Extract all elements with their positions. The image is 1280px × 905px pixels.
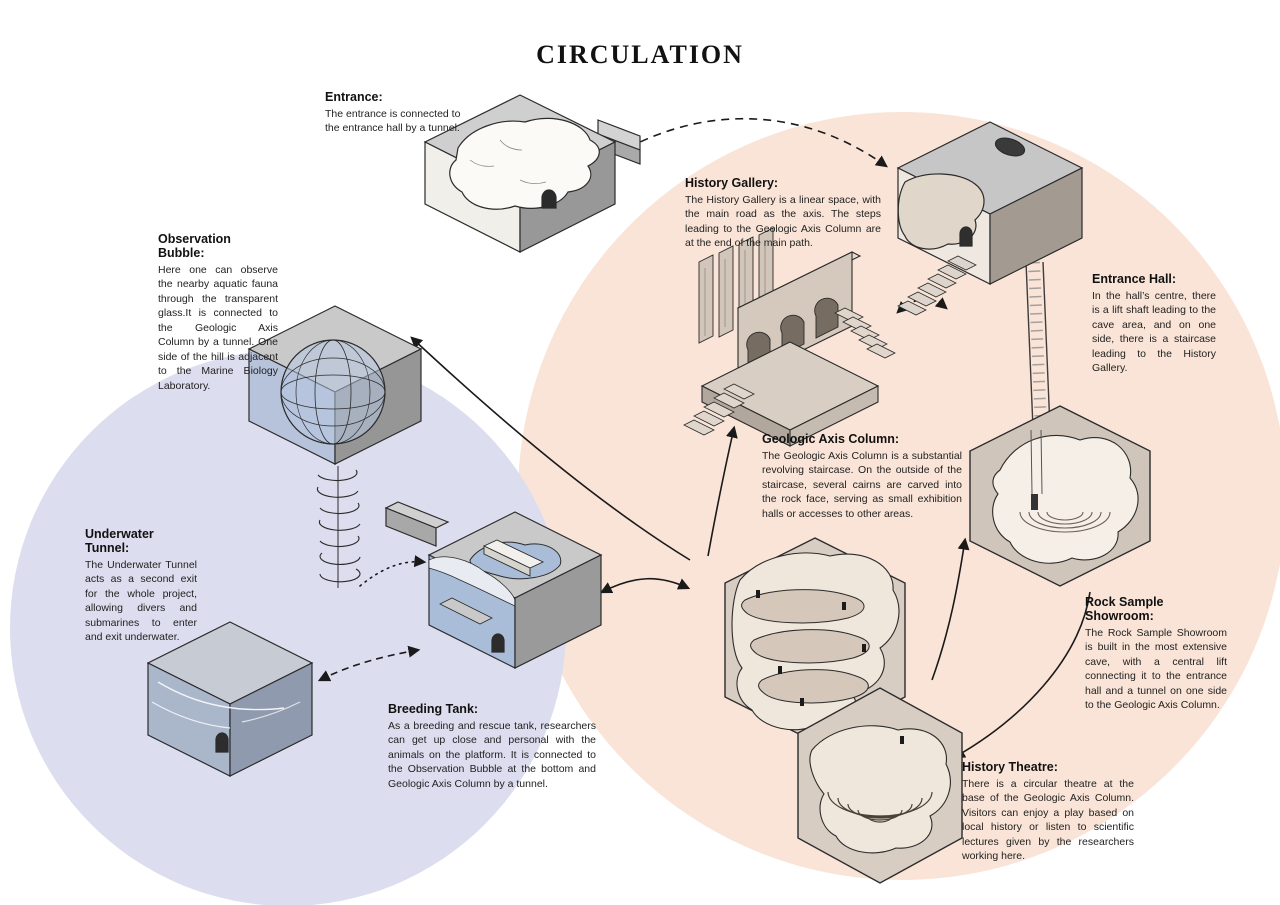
arrow-tunnel-tank-dashed <box>317 645 421 682</box>
rock-sample-showroom-title: Rock Sample Showroom: <box>1085 595 1164 623</box>
arrow-column-to-bubble <box>410 336 691 561</box>
history-theatre-body: There is a circular theatre at the base … <box>962 778 1134 863</box>
tunnel-doorway <box>215 732 229 753</box>
tank-doorway <box>491 633 505 653</box>
spiral-staircase <box>316 466 361 588</box>
gallery-right-stairs <box>834 307 896 359</box>
underwater-tunnel-illustration <box>146 621 314 777</box>
observation-bubble-title: Observation Bubble: <box>158 232 231 260</box>
arrow-stair-to-tank-dotted <box>359 555 427 587</box>
entrance-doorway <box>541 189 557 209</box>
entrance-illustration <box>423 94 641 253</box>
rock-sample-showroom-label: Rock Sample Showroom: The Rock Sample Sh… <box>1085 595 1227 713</box>
theatre-amphitheatre <box>827 791 933 823</box>
rock-ledges <box>741 589 870 704</box>
geologic-axis-column-label: Geologic Axis Column: The Geologic Axis … <box>762 432 962 521</box>
breeding-tank-title: Breeding Tank: <box>388 702 479 716</box>
history-gallery-label: History Gallery: The History Gallery is … <box>685 176 881 251</box>
breeding-tank-illustration <box>384 501 603 669</box>
history-gallery-body: The History Gallery is a linear space, w… <box>685 194 881 250</box>
entrance-label: Entrance: The entrance is connected to t… <box>325 90 465 136</box>
geologic-axis-column-title: Geologic Axis Column: <box>762 432 900 446</box>
observation-bubble-body: Here one can observe the nearby aquatic … <box>158 264 278 392</box>
lift-shaft <box>1025 261 1051 429</box>
geologic-axis-column-body: The Geologic Axis Column is a substantia… <box>762 450 962 520</box>
entrance-hall-label: Entrance Hall: In the hall’s centre, the… <box>1092 272 1216 376</box>
geologic-axis-column-illustration <box>724 537 963 884</box>
history-theatre-title: History Theatre: <box>962 760 1058 774</box>
arrow-showroom-to-theatre <box>952 591 1091 759</box>
entrance-hall-title: Entrance Hall: <box>1092 272 1177 286</box>
hall-staircase <box>897 255 977 316</box>
skylight-hole <box>994 137 1026 157</box>
glass-dome <box>280 339 386 445</box>
breeding-tank-body: As a breeding and rescue tank, researche… <box>388 720 596 790</box>
observation-bubble-illustration <box>247 305 423 588</box>
page-title: CIRCULATION <box>536 40 744 69</box>
showroom-ring-stairs <box>1019 511 1111 533</box>
underwater-tunnel-body: The Underwater Tunnel acts as a second e… <box>85 559 197 644</box>
rock-sample-showroom-illustration <box>969 405 1151 587</box>
arrow-entrance-hall-dashed <box>625 117 888 168</box>
entrance-title: Entrance: <box>325 90 383 104</box>
arrow-column-to-showroom <box>931 537 970 681</box>
entrance-hall-body: In the hall’s centre, there is a lift sh… <box>1092 290 1216 375</box>
rock-sample-showroom-body: The Rock Sample Showroom is built in the… <box>1085 627 1227 712</box>
entrance-hall-illustration <box>896 121 1084 316</box>
arrow-column-to-gallery <box>707 425 738 557</box>
entrance-body: The entrance is connected to the entranc… <box>325 108 461 135</box>
arrow-tank-column <box>599 577 691 594</box>
tank-platform <box>439 597 493 625</box>
observation-bubble-label: Observation Bubble: Here one can observe… <box>158 232 278 393</box>
breeding-tank-label: Breeding Tank: As a breeding and rescue … <box>388 702 596 791</box>
underwater-tunnel-label: Underwater Tunnel: The Underwater Tunnel… <box>85 527 197 645</box>
hall-doorway <box>959 226 973 247</box>
gallery-left-stairs <box>683 383 755 436</box>
circulation-arrows <box>317 117 1091 759</box>
showroom-lift <box>1031 494 1038 510</box>
person-figure <box>900 736 904 744</box>
underwater-tunnel-title: Underwater Tunnel: <box>85 527 154 555</box>
history-gallery-illustration <box>683 227 896 447</box>
history-theatre-label: History Theatre: There is a circular the… <box>962 760 1134 864</box>
person-figures <box>756 590 866 706</box>
history-gallery-title: History Gallery: <box>685 176 779 190</box>
